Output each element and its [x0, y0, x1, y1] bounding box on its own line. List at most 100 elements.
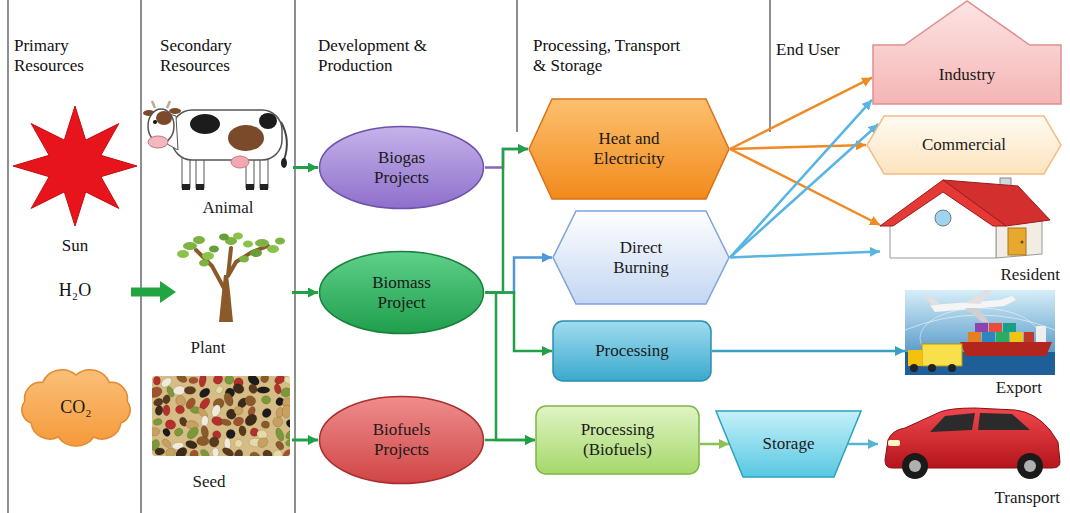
node-text: Direct Burning: [599, 238, 684, 277]
node-text: Processing: [595, 341, 669, 361]
export-figure: [965, 308, 989, 322]
seed-figure: [184, 386, 196, 394]
export-figure: [922, 344, 962, 366]
seed-figure: [164, 446, 177, 456]
export-figure: [975, 323, 988, 332]
export-figure: [996, 332, 1009, 342]
export-figure: [1036, 326, 1046, 342]
node-text: Export: [996, 378, 1042, 398]
seed-figure: [243, 412, 259, 428]
export-figure: [905, 290, 1055, 375]
seed-figure: [285, 418, 290, 428]
car-figure: [888, 440, 900, 446]
seed-figure: [201, 415, 209, 426]
seed-figure: [283, 376, 290, 385]
cow-figure: [156, 111, 172, 125]
resident-end-user: Resident: [880, 165, 1062, 285]
seed-figure: [257, 387, 270, 394]
seed-figure: [198, 376, 207, 388]
end-user-arrow: Industry: [872, 0, 1062, 105]
tree-figure: [255, 239, 269, 247]
export-figure: [968, 332, 981, 342]
seed-figure: [285, 438, 290, 447]
flow-arrow: [485, 149, 528, 168]
column-heading: Primary Resources: [14, 36, 124, 77]
seed-figure: [226, 429, 236, 439]
cow-figure: [259, 113, 277, 129]
column-divider: [7, 0, 8, 513]
cow-figure: [190, 114, 220, 134]
node-text: Commercial: [922, 135, 1006, 155]
column-divider: [8, 0, 770, 513]
project-ellipse: Biomass Project: [318, 250, 485, 335]
flow-arrow: [730, 149, 880, 225]
process-box: [536, 406, 699, 474]
plant-input-arrow: [131, 281, 176, 303]
seed-figure: [280, 387, 290, 398]
seed-figure: [233, 438, 244, 449]
seed-figure: [281, 448, 290, 456]
car-figure: [930, 413, 975, 432]
seed-figure: [153, 418, 163, 426]
seed-figure: [220, 418, 232, 427]
column-heading: Secondary Resources: [160, 36, 280, 77]
node-text: Plant: [191, 338, 226, 358]
seed-figure: [189, 377, 199, 384]
cow-figure: [152, 101, 170, 108]
seed-figure: [234, 406, 244, 416]
seed-figure: [214, 385, 224, 396]
seed-figure: [197, 436, 210, 446]
seed-figure: [247, 383, 258, 395]
tree-figure: [209, 246, 219, 253]
seed-figure: [260, 407, 273, 420]
process-hexagon: Direct Burning: [552, 210, 730, 305]
flow-arrow: [293, 166, 318, 169]
end-user-hexagon: Commercial: [866, 115, 1062, 175]
seed-figure: [162, 427, 172, 438]
end-user-arrow: [872, 0, 1062, 105]
seed-figure: [212, 448, 219, 456]
end-user-hexagon: [867, 116, 1061, 174]
cow-figure: [281, 158, 287, 168]
seed-figure: [189, 449, 200, 456]
tree-figure: [183, 242, 197, 250]
export-figure: [1010, 332, 1023, 342]
column-divider: [140, 0, 141, 513]
seed-figure: [282, 405, 290, 419]
seed-figure: [249, 450, 262, 456]
node-text: Processing (Biofuels): [563, 420, 673, 459]
seed-figure: [284, 427, 290, 441]
house-figure: [935, 210, 951, 226]
seed-figure: [154, 405, 164, 416]
flow-arrow: [730, 78, 872, 149]
seed-figure: [173, 427, 184, 438]
house-figure: [880, 180, 1006, 226]
node-text: Biofuels Projects: [354, 420, 449, 459]
process-box: [553, 321, 711, 381]
seed-figure: [274, 427, 285, 442]
car-figure: [978, 413, 1030, 430]
seed-figure: [256, 436, 270, 450]
flow-arrow: [485, 439, 535, 442]
transport-end-user: Transport: [878, 402, 1064, 508]
project-ellipse: [320, 252, 484, 334]
seed-figure: [161, 437, 173, 449]
cow-figure: [246, 184, 254, 190]
cow-figure: [196, 184, 204, 190]
export-figure: [910, 364, 918, 372]
flow-arrow: [730, 100, 872, 258]
seed-figure: [185, 439, 199, 450]
column-heading: Development & Production: [318, 36, 468, 77]
tree-figure: [177, 250, 189, 258]
node-text: CO₂: [60, 397, 91, 418]
tree-figure: [243, 241, 253, 248]
seed-figure: [261, 420, 270, 429]
seed-figure: [243, 394, 257, 408]
plant-input-arrow: [160, 281, 176, 303]
cow-figure: [153, 120, 157, 124]
sun-star: [13, 106, 137, 226]
end-user-arrow: [873, 1, 1061, 104]
seed-figure: [175, 405, 185, 415]
cow-figure: [260, 184, 268, 190]
flow-arrow: [712, 350, 905, 353]
